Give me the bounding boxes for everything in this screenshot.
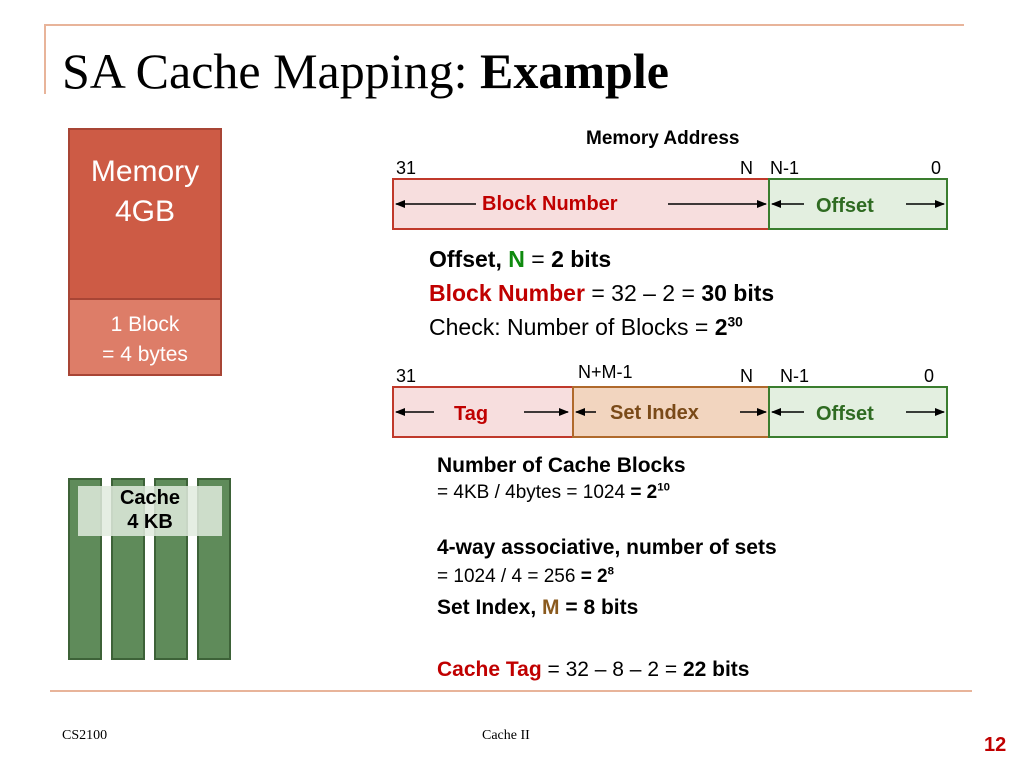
bit-0-label-2: 0 <box>924 366 935 386</box>
page-number: 12 <box>984 734 1007 756</box>
memory-label: Memory <box>90 155 200 188</box>
memory-address-title: Memory Address <box>586 128 740 149</box>
block-number-field: Block Number <box>392 178 770 230</box>
cache-tag-calc: Cache Tag = 32 – 8 – 2 = 22 bits <box>437 658 750 681</box>
check-calc: Check: Number of Blocks = 230 <box>429 314 743 340</box>
assoc-title: 4-way associative, number of sets <box>437 536 777 559</box>
slide-title: SA Cache Mapping: Example <box>62 43 669 99</box>
bit-n-minus-1-label-2: N-1 <box>780 366 810 386</box>
frame-top-rule <box>44 24 964 26</box>
set-index-calc: Set Index, M = 8 bits <box>437 596 639 619</box>
bit-n-plus-m-minus-1-label: N+M-1 <box>578 362 633 382</box>
footer-topic: Cache II <box>482 728 530 743</box>
cache-blocks-title: Number of Cache Blocks <box>437 454 686 477</box>
memory-box: Memory 4GB <box>68 128 222 300</box>
bit-0-label: 0 <box>931 158 942 178</box>
offset-calc: Offset, N = 2 bits <box>429 246 612 272</box>
block-number-label: Block Number <box>476 193 624 216</box>
set-index-label: Set Index <box>604 402 705 425</box>
block-size: = 4 bytes <box>102 343 188 366</box>
cache-label-line1: Cache <box>119 487 181 509</box>
offset-label-2: Offset <box>810 403 880 426</box>
set-index-field: Set Index <box>572 386 770 438</box>
bit-31-label-2: 31 <box>396 366 417 386</box>
memory-block-box: 1 Block = 4 bytes <box>68 298 222 376</box>
cache-label-line2: 4 KB <box>127 511 173 533</box>
bit-n-minus-1-label: N-1 <box>770 158 800 178</box>
footer-course: CS2100 <box>62 728 108 743</box>
offset-field-1: Offset <box>768 178 948 230</box>
tag-label: Tag <box>448 403 495 426</box>
bit-n-label-2: N <box>740 366 753 386</box>
cache-label: Cache 4 KB <box>78 486 222 536</box>
tag-field: Tag <box>392 386 574 438</box>
frame-left-rule <box>44 24 46 94</box>
offset-label-1: Offset <box>810 195 880 218</box>
bit-31-label: 31 <box>396 158 417 178</box>
memory-size: 4GB <box>114 195 176 228</box>
offset-field-2: Offset <box>768 386 948 438</box>
block-label: 1 Block <box>110 313 180 336</box>
cache-blocks-calc: = 4KB / 4bytes = 1024 = 210 <box>437 481 670 503</box>
bit-n-label: N <box>740 158 753 178</box>
block-number-calc: Block Number = 32 – 2 = 30 bits <box>429 280 775 306</box>
assoc-calc: = 1024 / 4 = 256 = 28 <box>437 565 614 587</box>
footer-rule <box>50 690 972 692</box>
